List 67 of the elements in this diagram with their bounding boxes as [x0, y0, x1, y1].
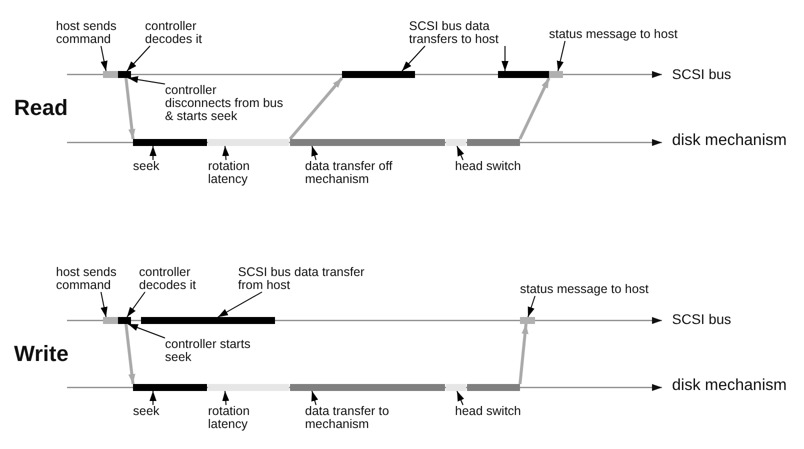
annotation-text: data transfer to mechanism — [305, 405, 415, 431]
leader-line — [222, 146, 230, 160]
timing-bar — [290, 384, 445, 391]
annotation-text: data transfer off mechanism — [305, 160, 415, 186]
leader-line — [128, 324, 166, 338]
timing-bar — [103, 71, 118, 78]
timing-bar — [103, 317, 118, 324]
leader-line — [100, 46, 108, 72]
timing-bar — [290, 139, 445, 146]
leader-line — [222, 390, 230, 406]
annotation-text: seek — [133, 405, 160, 418]
annotation-text: controller decodes it — [145, 20, 235, 46]
annotation-text: rotation latency — [208, 160, 268, 186]
timing-bar — [520, 317, 535, 324]
axis-label: SCSI bus — [672, 66, 732, 82]
leader-line — [126, 46, 150, 72]
timing-bar — [549, 71, 563, 78]
timing-bar — [118, 317, 131, 324]
arrow — [124, 324, 136, 384]
annotation-text: head switch — [455, 160, 522, 173]
section-title: Write — [14, 341, 69, 367]
leader-line — [456, 390, 464, 406]
annotation-text: SCSI bus data transfer from host — [238, 266, 368, 292]
annotation-text: controller disconnects from bus & starts seek — [165, 84, 285, 123]
leader-line — [528, 296, 536, 318]
arrow — [518, 324, 528, 384]
timing-bar — [141, 317, 275, 324]
annotation-text: status message to host — [520, 283, 649, 296]
timing-bar — [467, 384, 520, 391]
leader-line — [502, 46, 508, 72]
leader-line — [100, 292, 108, 318]
timing-bar — [208, 139, 289, 146]
section-title: Read — [14, 95, 68, 121]
timing-bar — [133, 139, 207, 146]
timing-bar — [118, 71, 131, 78]
timing-bar — [446, 384, 466, 391]
leader-line — [402, 46, 426, 72]
leader-line — [150, 146, 156, 160]
arrow — [518, 77, 550, 140]
annotation-text: SCSI bus data transfers to host — [409, 20, 509, 46]
axis-label: SCSI bus — [672, 311, 732, 327]
annotation-text: rotation latency — [208, 405, 268, 431]
annotation-text: host sends command — [56, 266, 136, 292]
annotation-text: status message to host — [549, 28, 678, 41]
leader-line — [126, 292, 146, 318]
leader-line — [218, 292, 262, 318]
leader-line — [456, 146, 464, 160]
timing-bar — [498, 71, 549, 78]
leader-line — [556, 40, 566, 72]
timing-bar — [446, 139, 466, 146]
annotation-text: controller starts seek — [165, 338, 255, 364]
annotation-text: host sends command — [56, 20, 136, 46]
leader-line — [150, 390, 156, 406]
timing-bar — [208, 384, 289, 391]
leader-line — [128, 76, 166, 84]
axis-label: disk mechanism — [672, 132, 787, 150]
arrow — [288, 77, 344, 140]
annotation-text: controller decodes it — [139, 266, 229, 292]
timing-bar — [133, 384, 207, 391]
timing-bar — [342, 71, 415, 78]
annotation-text: seek — [133, 160, 160, 173]
leader-line — [311, 390, 318, 406]
leader-line — [311, 146, 318, 160]
arrow — [124, 78, 136, 140]
annotation-text: head switch — [455, 405, 522, 418]
timing-bar — [467, 139, 520, 146]
axis-label: disk mechanism — [672, 377, 787, 395]
